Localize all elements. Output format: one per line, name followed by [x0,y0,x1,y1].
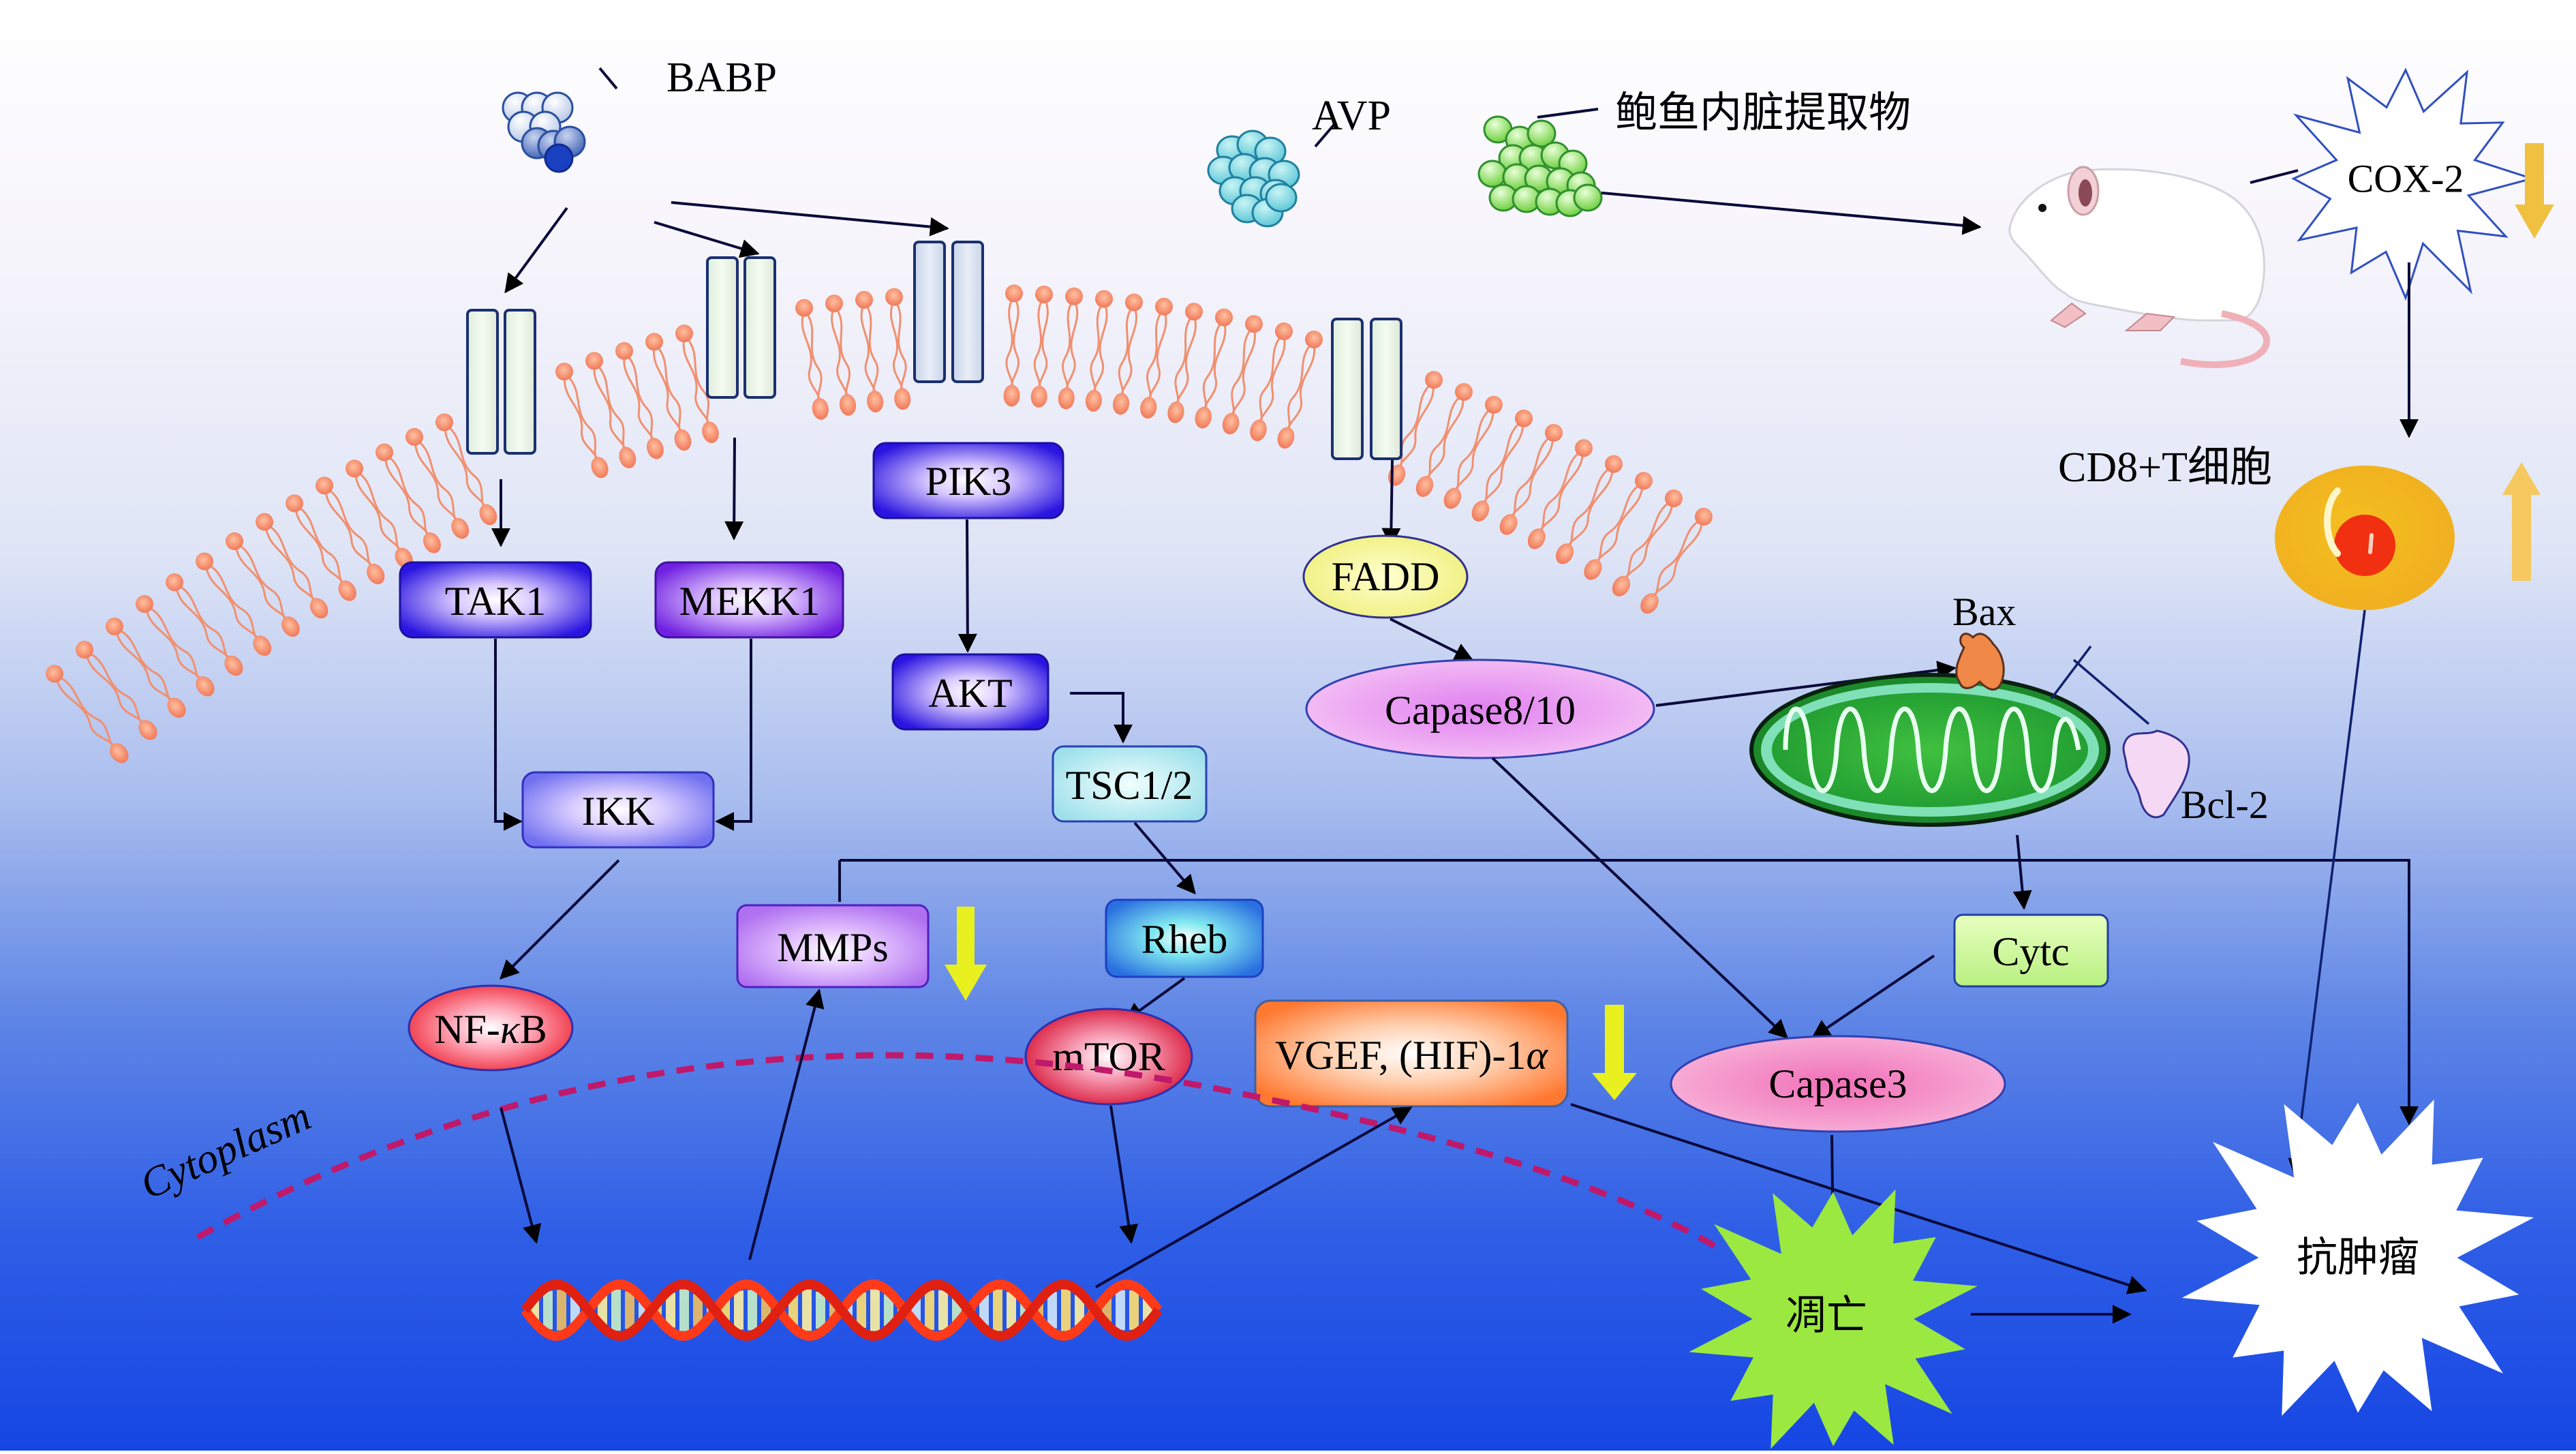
node-mtor: mTOR [1024,1008,1193,1106]
arrow-babp-to-mekk1-receptor [654,221,760,258]
arrow-receptor-to-fadd [1381,459,1401,547]
node-mekk1: MEKK1 [654,561,844,639]
svg-text:MEKK1: MEKK1 [679,579,821,624]
arrow-dna-to-vgef [1095,1106,1413,1288]
cox2-pointer [2250,169,2299,184]
node-vgef-hif1a: VGEF, (HIF)-1α [1254,999,1569,1108]
cox2-starburst [2291,67,2536,301]
arrow-dna-to-mmps [748,988,825,1260]
svg-text:TSC1/2: TSC1/2 [1066,763,1193,808]
node-nfkb: NF-κB [408,984,574,1072]
cd8-t-cell [2275,466,2455,610]
arrow-mtor-to-dna [1109,1105,1139,1244]
nuclear-boundary [196,1052,1719,1250]
arrow-cd8-to-antitumor [2288,609,2366,1176]
cell-membrane [46,284,1713,763]
apoptosis-label: 凋亡 [1785,1293,1867,1338]
arrow-pik3-to-akt [957,519,977,653]
svg-text:AKT: AKT [928,671,1012,716]
node-akt: AKT [891,653,1049,731]
arrow-mito-to-cytc [2012,834,2032,910]
dna-helix [521,1279,1163,1342]
babp-pointer [598,67,618,90]
svg-text:TAK1: TAK1 [445,579,547,624]
arrow-vgef-to-antitumor [1570,1103,2147,1294]
arrow-receptor-to-mekk1 [724,437,744,541]
node-mmps: MMPs [736,904,930,988]
arrow-tsc-to-rheb [1133,821,1196,895]
arrow-mmps-to-antitumor [840,859,2419,1125]
extract-pointer [1537,108,1599,119]
inhibition-bar [2050,645,2092,700]
receptor-tak1 [466,309,536,455]
arrow-mekk1-to-ikk [715,639,752,831]
babp-label: BABP [666,55,777,101]
avp-label: AVP [1312,93,1391,139]
arrow-tak1-to-ikk [494,639,523,831]
svg-text:IKK: IKK [582,789,655,834]
antitumor-label: 抗肿瘤 [2297,1235,2419,1280]
extract-molecules [1477,115,1603,217]
vgef-down-arrow-icon [1592,1005,1637,1100]
arrow-capase810-to-capase3 [1491,757,1789,1039]
node-tak1: TAK1 [399,561,592,639]
bcl2-protein [2122,729,2190,819]
svg-text:Rheb: Rheb [1141,917,1228,962]
arrow-akt-to-tsc [1070,692,1133,744]
svg-text:NF-κB: NF-κB [434,1007,547,1052]
bax-protein [1955,633,2005,691]
apoptosis-starburst [1689,1189,1978,1449]
cd8-up-arrow-icon [2502,462,2541,581]
node-capase810: Capase8/10 [1305,658,1655,759]
svg-text:Capase8/10: Capase8/10 [1385,688,1576,733]
arrow-cytc-to-capase3 [1811,954,1935,1039]
arrow-fadd-to-capase810 [1390,618,1474,661]
cox2-down-arrow-icon [2515,143,2554,239]
rat-illustration [2008,166,2271,368]
svg-text:MMPs: MMPs [777,925,888,970]
svg-text:FADD: FADD [1332,554,1440,599]
arrow-ikk-to-nfkb [500,859,620,980]
node-cytc: Cytc [1953,913,2109,988]
mmps-down-arrow-icon [945,907,987,1001]
arrow-extract-to-rat [1601,192,1982,235]
node-fadd: FADD [1302,534,1469,619]
antitumor-starburst [2181,1100,2534,1416]
arrow-babp-to-tak1-receptor [504,207,568,294]
cox2-label: COX-2 [2348,157,2464,201]
avp-molecules [1207,130,1300,228]
arrow-nfkb-to-dna [500,1107,542,1244]
extract-label: 鲍鱼内脏提取物 [1615,90,1911,136]
avp-pointer [1314,121,1337,148]
babp-molecules [502,91,586,173]
node-capase3: Capase3 [1670,1035,2006,1133]
svg-text:Capase3: Capase3 [1768,1061,1907,1106]
arrow-babp-to-pik3-receptor [671,201,949,237]
bcl2-label: Bcl-2 [2181,783,2269,827]
receptor-pik3 [913,241,984,383]
svg-text:PIK3: PIK3 [925,459,1012,504]
cd8-label: CD8+T细胞 [2058,444,2272,491]
node-pik3: PIK3 [872,442,1064,519]
node-ikk: IKK [521,771,715,849]
bax-label: Bax [1952,590,2016,634]
mitochondrion [1749,673,2111,827]
receptor-mekk1 [706,256,776,399]
svg-text:Cytc: Cytc [1992,929,2069,974]
node-tsc: TSC1/2 [1052,745,1208,823]
svg-text:VGEF, (HIF)-1α: VGEF, (HIF)-1α [1275,1033,1549,1078]
receptor-fadd [1331,318,1402,460]
inhibition-bcl2-bax [2072,658,2150,725]
node-rheb: Rheb [1105,898,1264,978]
